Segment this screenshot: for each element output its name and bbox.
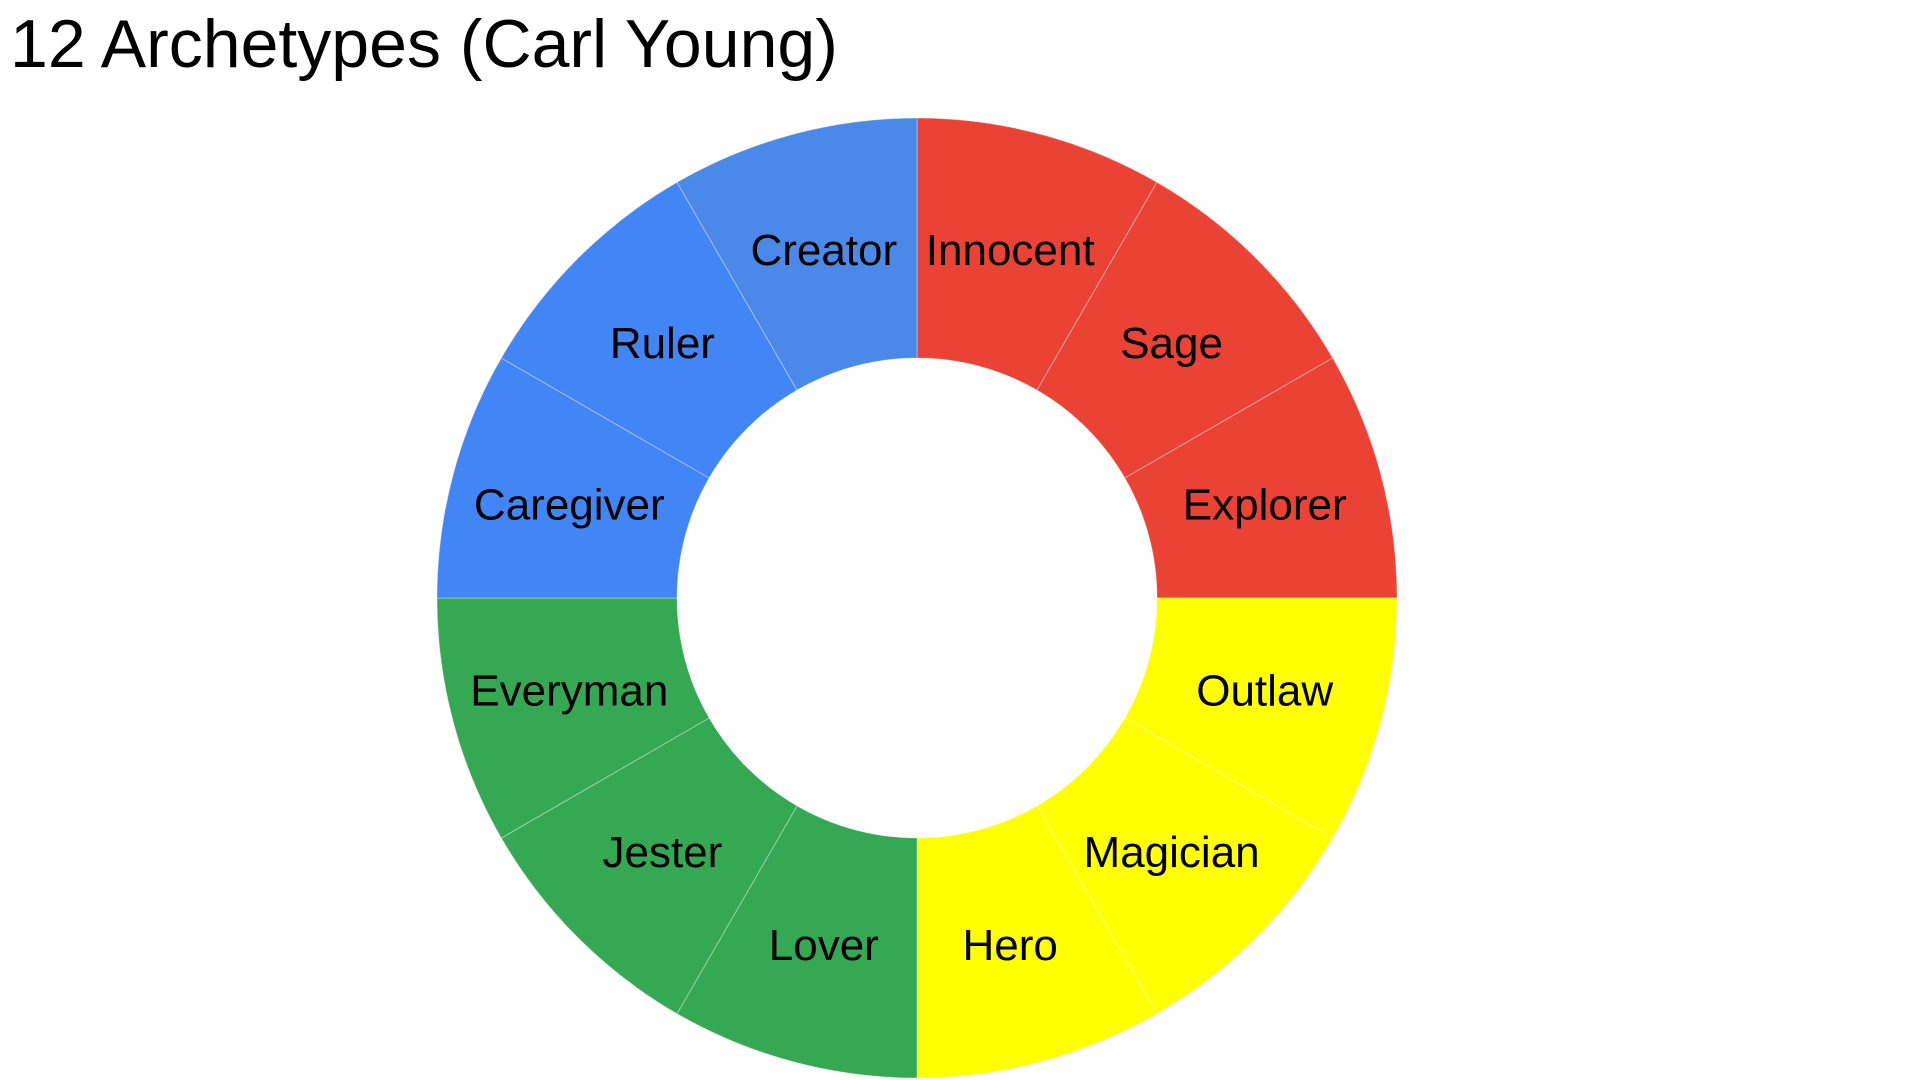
slice-magician <box>1036 717 1334 1015</box>
slice-innocent <box>916 117 1158 391</box>
slice-creator <box>676 117 918 391</box>
slice-hero <box>916 805 1158 1079</box>
slice-lover <box>676 805 918 1079</box>
slice-label-sage: Sage <box>1120 319 1223 368</box>
slice-label-outlaw: Outlaw <box>1196 667 1333 716</box>
slices-layer <box>436 117 1398 1079</box>
slice-label-creator: Creator <box>750 226 897 275</box>
slice-label-magician: Magician <box>1084 828 1260 877</box>
slice-label-caregiver: Caregiver <box>474 480 665 529</box>
slice-label-everyman: Everyman <box>470 667 668 716</box>
slice-jester <box>500 717 798 1015</box>
slice-everyman <box>436 597 710 839</box>
slice-ruler <box>500 181 798 479</box>
slice-label-explorer: Explorer <box>1183 480 1347 529</box>
slice-label-hero: Hero <box>963 921 1058 970</box>
slice-explorer <box>1124 357 1398 599</box>
slice-caregiver <box>436 357 710 599</box>
slice-label-ruler: Ruler <box>610 319 715 368</box>
slice-label-lover: Lover <box>769 921 879 970</box>
slice-sage <box>1036 181 1334 479</box>
slice-outlaw <box>1124 597 1398 839</box>
slice-label-jester: Jester <box>602 828 722 877</box>
chart-title: 12 Archetypes (Carl Young) <box>10 6 838 82</box>
slice-label-innocent: Innocent <box>926 226 1095 275</box>
